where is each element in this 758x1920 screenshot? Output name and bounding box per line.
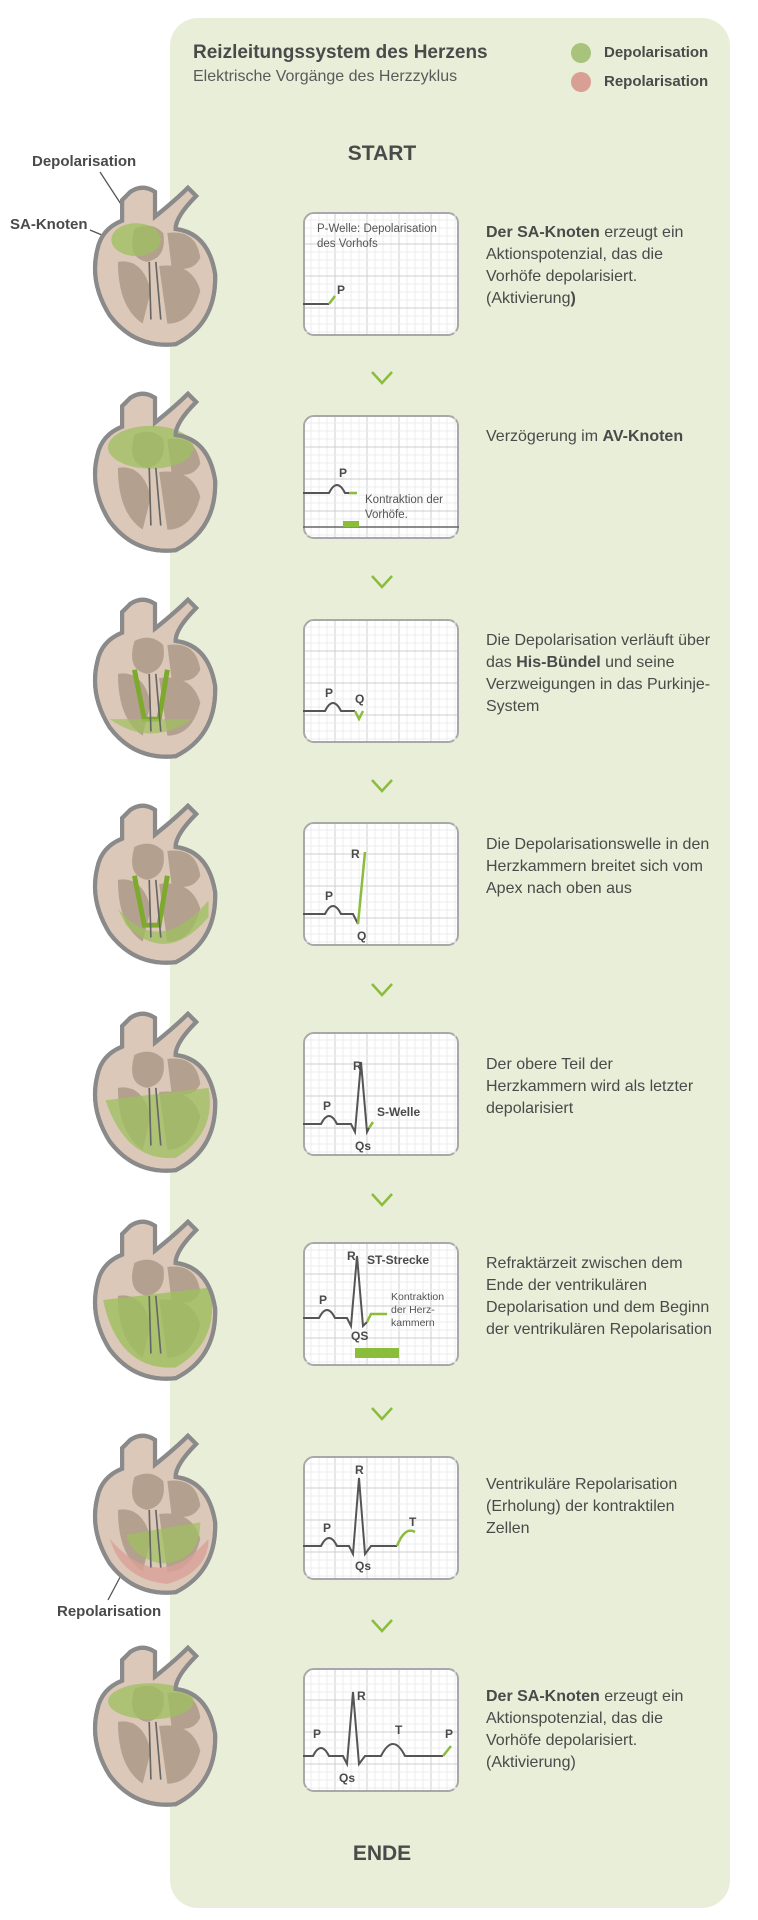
step-8-description: Der SA-Knoten erzeugt ein Aktionspotenzi… xyxy=(486,1688,684,1771)
heart-illustration-step-6 xyxy=(85,1210,225,1395)
ecg-panel-7: P R Qs T xyxy=(303,1456,459,1580)
ecg-note-line1: Kontraktion der xyxy=(365,494,443,506)
ecg-p-label: P xyxy=(339,466,347,480)
flow-arrow-icon xyxy=(370,982,394,1003)
ecg-trace xyxy=(303,484,349,494)
flow-arrow-icon xyxy=(370,370,394,391)
ecg-trace xyxy=(303,702,355,712)
legend-depolarisation-swatch xyxy=(571,43,591,63)
ecg-r-label: R xyxy=(353,1059,362,1073)
step-5-description: Der obere Teil der Herzkammern wird als … xyxy=(486,1056,694,1117)
ecg-t-label: T xyxy=(395,1723,403,1737)
ecg-note-line2: der Herz- xyxy=(391,1304,435,1316)
ecg-trace-active xyxy=(367,1121,375,1129)
ecg-p-label: P xyxy=(313,1727,321,1741)
ecg-panel-4: P R Q xyxy=(303,822,459,946)
flow-arrow-icon xyxy=(370,1618,394,1639)
ecg-r-label: R xyxy=(347,1249,356,1263)
heart-illustration-step-5 xyxy=(85,1002,225,1187)
ecg-panel-3: P Q xyxy=(303,619,459,743)
ecg-trace xyxy=(303,905,359,925)
callout-depolarisation: Depolarisation xyxy=(32,153,137,170)
ecg-t-label: T xyxy=(409,1515,417,1529)
legend-repolarisation-label: Repolarisation xyxy=(604,73,709,90)
ecg-contraction-bar xyxy=(343,521,359,527)
heart-illustration-step-7 xyxy=(85,1424,225,1609)
step-1-description: Der SA-Knoten erzeugt ein Aktionspotenzi… xyxy=(486,224,684,307)
step-7-description: Ventrikuläre Repolarisation (Erholung) d… xyxy=(486,1476,678,1537)
ecg-trace-active xyxy=(328,295,336,305)
ecg-q-label: Q xyxy=(355,692,364,706)
step-4-description: Die Depolarisationswelle in den Herzkamm… xyxy=(486,836,710,897)
callout-repolarisation: Repolarisation xyxy=(57,1603,162,1620)
ecg-trace xyxy=(303,1691,443,1768)
heart-illustration-step-1 xyxy=(85,176,225,361)
heart-illustration-step-3 xyxy=(85,588,225,773)
ecg-qs-label: Qs xyxy=(355,1559,371,1573)
ecg-trace xyxy=(303,1477,397,1558)
ecg-panel-2: P Kontraktion der Vorhöfe. xyxy=(303,415,459,539)
legend-repolarisation-swatch xyxy=(571,72,591,92)
ecg-r-label: R xyxy=(351,847,360,861)
ecg-trace-active xyxy=(365,1312,387,1323)
ecg-p-label: P xyxy=(325,686,333,700)
heart-illustration-step-4 xyxy=(85,794,225,979)
flow-arrow-icon xyxy=(370,1192,394,1213)
diagram-subtitle: Elektrische Vorgänge des Herzzyklus xyxy=(193,68,458,85)
flow-arrow-icon xyxy=(370,778,394,799)
ecg-note-line1: Kontraktion xyxy=(391,1291,444,1303)
step-2-description: Verzögerung im AV-Knoten xyxy=(486,428,684,445)
heart-illustration-step-2 xyxy=(85,382,225,567)
ecg-r-label: R xyxy=(355,1463,364,1477)
ecg-panel-8: P R Qs T P xyxy=(303,1668,459,1792)
legend-depolarisation-label: Depolarisation xyxy=(604,44,709,61)
step-3-description: Die Depolarisation verläuft über das His… xyxy=(486,632,711,715)
ecg-r-label: R xyxy=(357,1689,366,1703)
ecg-trace xyxy=(303,1255,368,1330)
ecg-note-line2: Vorhöfe. xyxy=(365,509,408,521)
heart-illustration-step-8 xyxy=(85,1636,225,1821)
ecg-qs-label: Qs xyxy=(355,1139,371,1153)
ecg-s-wave-label: S-Welle xyxy=(377,1105,420,1119)
ecg-panel-1: P P-Welle: Depolarisation des Vorhofs xyxy=(303,212,459,336)
ecg-note: P-Welle: Depolarisation des Vorhofs xyxy=(317,223,437,250)
ecg-qs-label: QS xyxy=(351,1329,368,1343)
callout-sa-knoten: SA-Knoten xyxy=(10,216,88,233)
ecg-st-label: ST-Strecke xyxy=(367,1253,429,1267)
ecg-p-label: P xyxy=(325,889,333,903)
ecg-note-line3: kammern xyxy=(391,1317,435,1329)
ecg-p-label: P xyxy=(337,283,345,297)
ecg-panel-6: P R QS ST-Strecke Kontraktion der Herz- … xyxy=(303,1242,459,1366)
ecg-trace-active xyxy=(356,851,367,925)
ecg-p2-label: P xyxy=(445,1727,453,1741)
ecg-trace-active xyxy=(395,1529,416,1547)
ecg-q-label: Q xyxy=(357,929,366,943)
ecg-p-label: P xyxy=(323,1099,331,1113)
step-6-description: Refraktärzeit zwischen dem Ende der vent… xyxy=(486,1255,712,1338)
ecg-contraction-bar xyxy=(355,1348,399,1358)
flow-arrow-icon xyxy=(370,574,394,595)
flow-arrow-icon xyxy=(370,1406,394,1427)
ecg-trace-active xyxy=(442,1745,452,1757)
ecg-qs-label: Qs xyxy=(339,1771,355,1785)
ecg-panel-5: P R Qs S-Welle xyxy=(303,1032,459,1156)
diagram-title: Reizleitungssystem des Herzens xyxy=(193,42,488,63)
ecg-p-label: P xyxy=(319,1293,327,1307)
ecg-trace xyxy=(303,1061,370,1136)
start-label: START xyxy=(347,142,417,165)
ecg-p-label: P xyxy=(323,1521,331,1535)
ecg-trace-active xyxy=(353,710,365,722)
end-label: ENDE xyxy=(352,1842,412,1865)
